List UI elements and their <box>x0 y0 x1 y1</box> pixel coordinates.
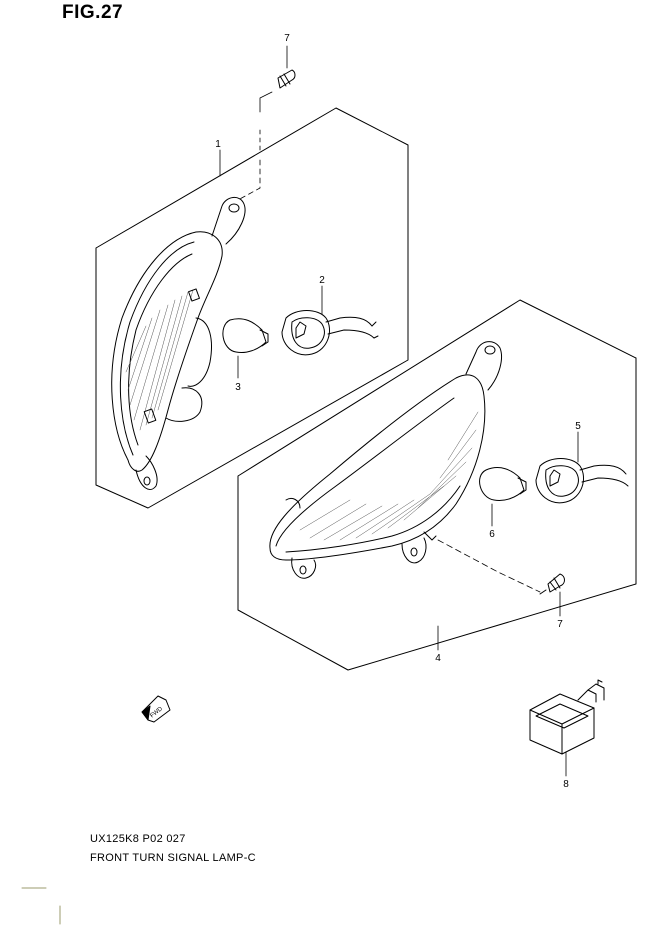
relay-8 <box>529 679 605 755</box>
scan-marks <box>21 887 61 925</box>
bulb-3 <box>222 318 269 353</box>
callout-7-lower: 7 <box>557 619 563 630</box>
callout-6: 6 <box>489 529 495 540</box>
fwd-arrow-icon <box>141 695 171 723</box>
screw-7-lower <box>539 573 565 595</box>
socket-2 <box>281 310 379 356</box>
callout-1: 1 <box>215 139 221 150</box>
callout-2: 2 <box>319 275 325 286</box>
turn-signal-lens-4 <box>269 341 502 579</box>
callout-8: 8 <box>563 779 569 790</box>
callout-4: 4 <box>435 653 441 664</box>
figure-caption: FRONT TURN SIGNAL LAMP-C <box>90 852 256 864</box>
callout-3: 3 <box>235 382 241 393</box>
figure-title: FIG.27 <box>62 2 124 23</box>
leader-lines <box>219 45 579 777</box>
drawing-code: UX125K8 P02 027 <box>90 833 186 845</box>
bulb-6 <box>479 467 527 501</box>
assembly-1-outline <box>95 107 409 509</box>
turn-signal-lens-1 <box>111 197 246 490</box>
callout-5: 5 <box>575 421 581 432</box>
screw-7-top <box>277 69 296 89</box>
callout-7-top: 7 <box>284 33 290 44</box>
socket-5 <box>535 458 629 504</box>
assembly-4-outline <box>237 299 637 671</box>
